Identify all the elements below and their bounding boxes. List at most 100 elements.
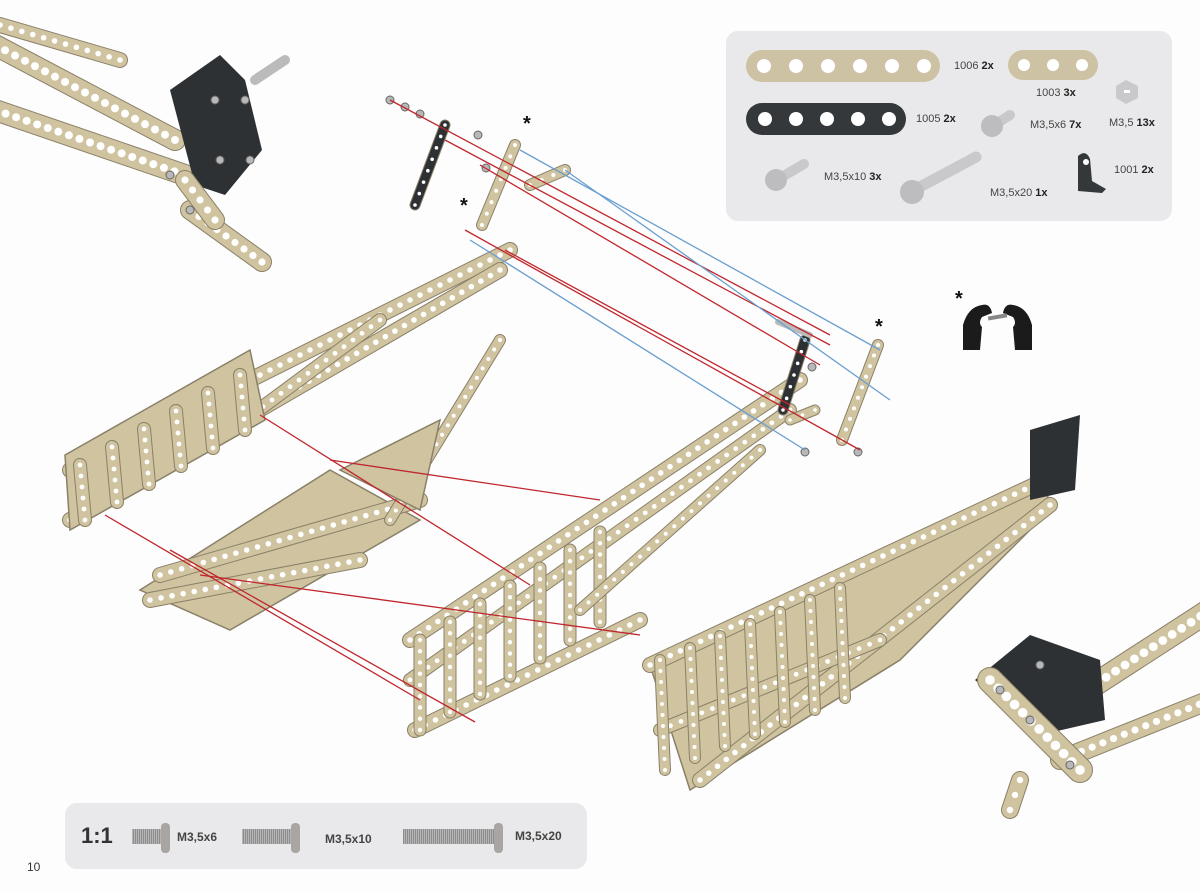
assembly-guide-line (479, 164, 821, 366)
scale-screws (132, 823, 503, 853)
strip-1003 (784, 404, 821, 426)
metal-strip (413, 633, 427, 737)
scale-reference-panel: 1:1 M3,5x6 M3,5x10 M3,5x20 (65, 803, 587, 869)
dark-bracket (975, 635, 1105, 735)
metal-strip (684, 642, 701, 764)
metal-strip (834, 582, 851, 704)
metal-strip (142, 552, 368, 608)
nut-icon (473, 130, 483, 140)
metal-strip (0, 35, 186, 151)
metal-strip (714, 630, 731, 752)
assembly-guide-line (444, 139, 831, 346)
metal-strip (503, 579, 517, 683)
part-label-1005: 1005 2x (916, 113, 956, 125)
part-label-m3-5-nut: M3,5 13x (1109, 117, 1155, 129)
dark-bracket (170, 55, 262, 195)
scale-ratio: 1:1 (81, 823, 113, 848)
part-label-1006: 1006 2x (954, 60, 994, 72)
screw-m3-5x10-scale-icon (242, 823, 300, 853)
metal-strip (233, 368, 252, 437)
asterisk-marker: * (460, 195, 468, 217)
parts-icons (746, 50, 1138, 204)
metal-strip (533, 561, 547, 665)
page-number: 10 (27, 860, 41, 874)
dark-strip-1005 (777, 334, 811, 416)
scale-label-m3-5x10: M3,5x10 (325, 832, 372, 846)
screw-m3-5x6-icon (981, 110, 1015, 137)
nut-icon (1065, 760, 1075, 770)
metal-strip (654, 654, 671, 776)
strip-1005-icon (746, 103, 906, 135)
assembly-guide-line (199, 574, 641, 636)
metal-strip (744, 618, 761, 740)
nut-icon (215, 155, 225, 165)
nut-icon (240, 95, 250, 105)
part-label-m3-5x6: M3,5x6 7x (1030, 119, 1082, 131)
asterisk-marker: * (875, 316, 883, 338)
metal-strip (105, 440, 124, 509)
assembly-guide-line (169, 549, 476, 723)
part-label-1001: 1001 2x (1114, 164, 1154, 176)
metal-strip (774, 606, 791, 728)
screw-m3-5x10-icon (765, 159, 809, 191)
scale-label-m3-5x6: M3,5x6 (177, 830, 218, 844)
metal-strip (443, 615, 457, 719)
assembly-guide-line (104, 514, 421, 701)
metal-strip (473, 597, 487, 701)
nut-icon (245, 155, 255, 165)
nut-icon (1025, 715, 1035, 725)
metal-strip (238, 313, 387, 427)
base-plate (138, 469, 422, 631)
metal-strip (175, 170, 225, 230)
metal-strip (201, 386, 220, 455)
dark-strip-1005 (409, 119, 451, 211)
angle-bracket-1001-icon (1078, 153, 1106, 193)
part-label-1003: 1003 3x (1036, 87, 1076, 99)
asterisk-marker: * (523, 113, 531, 135)
screw-m3-5x6-scale-icon (132, 823, 170, 853)
metal-strip (152, 492, 428, 583)
metal-strip (402, 372, 808, 648)
metal-strip (593, 525, 607, 629)
metal-strip (1050, 693, 1200, 770)
hands-bend-icon (963, 304, 1032, 350)
assembly-guide-line (564, 169, 891, 401)
metal-strip (73, 458, 92, 527)
metal-strip (0, 17, 128, 68)
assembly-guide-line (504, 249, 791, 406)
nut-icon (1116, 80, 1138, 104)
nut-icon (807, 362, 817, 372)
nut-icon (210, 95, 220, 105)
metal-strip (169, 404, 188, 473)
metal-strip (804, 594, 821, 716)
nut-icon (1035, 660, 1045, 670)
metal-strip (574, 444, 766, 616)
strip-1006 (476, 139, 521, 231)
metal-strip (137, 422, 156, 491)
assembly-guide-line (519, 149, 881, 351)
metal-strip (563, 543, 577, 647)
screw-m3-5x20-icon (900, 151, 982, 204)
assembly-guide-line (329, 459, 601, 501)
nut-icon (995, 685, 1005, 695)
part-label-m3-5x20: M3,5x20 1x (990, 187, 1048, 199)
part-label-m3-5x10: M3,5x10 3x (824, 171, 882, 183)
strip-1003-icon (1008, 50, 1098, 80)
assembly-guide-line (469, 239, 806, 451)
screw-m3-5x20-scale-icon (403, 823, 503, 853)
metal-strip (0, 100, 196, 186)
strip-1006 (836, 339, 884, 446)
assembly-guide-line (389, 99, 831, 336)
nut-icon (185, 205, 195, 215)
asterisk-marker: * (955, 288, 963, 310)
nut-icon (165, 170, 175, 180)
parts-list-panel: 1006 2x 1003 3x 1005 2x M3,5x6 7x M3,5 1… (726, 31, 1172, 221)
nut-icon (800, 447, 810, 457)
assembly-guide-line (259, 414, 531, 586)
strip-1006-icon (746, 50, 940, 82)
assembly-guide-line (464, 229, 861, 451)
metal-strip (1001, 771, 1029, 819)
metal-strip (180, 200, 272, 272)
dark-bracket (1030, 415, 1080, 500)
